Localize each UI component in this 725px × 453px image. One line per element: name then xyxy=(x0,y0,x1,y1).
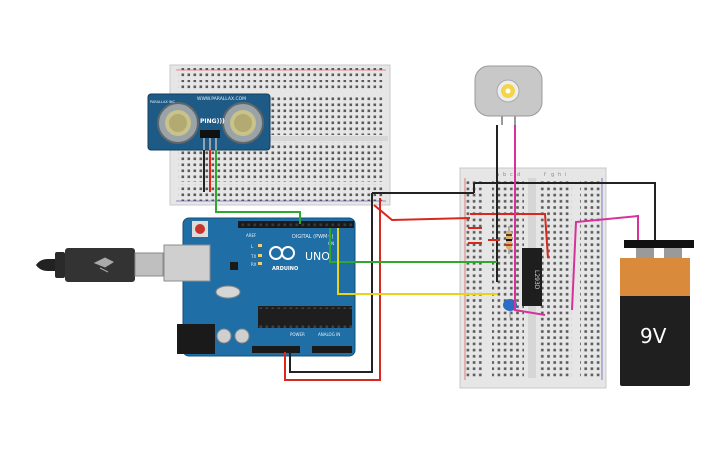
sensor-brand: WWW.PARALLAX.COM xyxy=(197,96,246,102)
resistor xyxy=(506,226,512,254)
usb-cable xyxy=(36,248,164,282)
dc-motor xyxy=(474,65,543,125)
col-letter-b: b xyxy=(503,172,506,178)
chip-label: L293D xyxy=(533,270,540,290)
ultrasonic-sensor: WWW.PARALLAX.COM PING))) PARALLAX INC xyxy=(147,93,271,151)
battery-9v: 9V xyxy=(620,240,694,386)
motor-driver-chip: L293D xyxy=(522,248,542,306)
wires xyxy=(215,125,656,381)
col-letter-f: f xyxy=(544,172,546,178)
col-letter-d: d xyxy=(517,172,520,178)
arduino-name: ARDUINO xyxy=(272,266,298,272)
arduino-board: DIGITAL (PWM~) AREF L TX RX ARDUINO UNO … xyxy=(163,217,356,357)
sensor-wires xyxy=(203,150,217,205)
col-letter-g: g xyxy=(551,172,554,178)
breadboard-top xyxy=(169,64,391,206)
col-letter-h: h xyxy=(558,172,561,178)
led-rx-label: RX xyxy=(251,262,257,267)
on-label: ON xyxy=(328,241,334,246)
power-header-label: POWER xyxy=(290,332,305,337)
sensor-side-label: PARALLAX INC xyxy=(150,100,176,104)
capacitor xyxy=(503,299,517,318)
aref-label: AREF xyxy=(246,233,257,238)
col-letter-c: c xyxy=(510,172,513,178)
battery-label: 9V xyxy=(640,324,667,348)
sensor-model: PING))) xyxy=(200,118,225,125)
digital-header-label: DIGITAL (PWM~) xyxy=(292,234,334,240)
analog-header-label: ANALOG IN xyxy=(318,332,340,337)
led-tx-label: TX xyxy=(250,254,256,259)
led-l-label: L xyxy=(251,244,254,249)
col-letter-i: i xyxy=(565,172,566,178)
arduino-model: UNO xyxy=(305,250,330,263)
